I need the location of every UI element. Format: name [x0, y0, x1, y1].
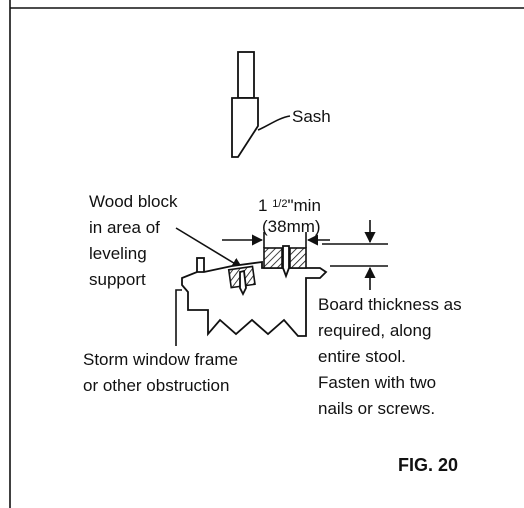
- clearance-dimension: [222, 232, 330, 248]
- wood-block-line-1: Wood block: [89, 192, 178, 211]
- board-right: [289, 247, 307, 269]
- board-thickness-line-3: entire stool.: [318, 347, 406, 366]
- board-thickness-line-4: Fasten with two: [318, 373, 436, 392]
- clearance-fraction: 1/2: [272, 198, 287, 210]
- board-left: [263, 247, 283, 269]
- wood-block-line-2: in area of: [89, 218, 160, 237]
- sash-label: Sash: [292, 107, 331, 126]
- board-thickness-line-5: nails or screws.: [318, 399, 435, 418]
- shim-fastener: [239, 269, 247, 297]
- board-thickness-line-2: required, along: [318, 321, 431, 340]
- storm-window-line-2: or other obstruction: [83, 376, 229, 395]
- wood-block-leader: [175, 227, 243, 269]
- wood-block-label: Wood block in area of leveling support: [89, 192, 178, 289]
- clearance-suffix: "min: [287, 196, 320, 215]
- wood-block-line-3: leveling: [89, 244, 147, 263]
- sill-outline: [181, 260, 328, 337]
- sash-bottom-rail: [231, 97, 259, 158]
- stool-assembly: [181, 245, 328, 337]
- fastener-nail: [282, 245, 290, 279]
- clearance-metric: (38mm): [262, 217, 321, 236]
- storm-window-line-1: Storm window frame: [83, 350, 238, 369]
- sash-top-rail: [237, 51, 255, 99]
- board-thickness-label: Board thickness as required, along entir…: [318, 295, 462, 418]
- storm-window-leader: [175, 289, 182, 346]
- figure-number: FIG. 20: [398, 455, 458, 475]
- sash-leader: [257, 115, 291, 131]
- wood-block-line-4: support: [89, 270, 146, 289]
- thickness-dimension: [322, 220, 388, 290]
- sash-drawing: [231, 51, 291, 158]
- clearance-label: 1 1/2"min: [258, 196, 321, 215]
- clearance-whole: 1: [258, 196, 272, 215]
- board-thickness-line-1: Board thickness as: [318, 295, 462, 314]
- storm-window-label: Storm window frame or other obstruction: [83, 350, 238, 395]
